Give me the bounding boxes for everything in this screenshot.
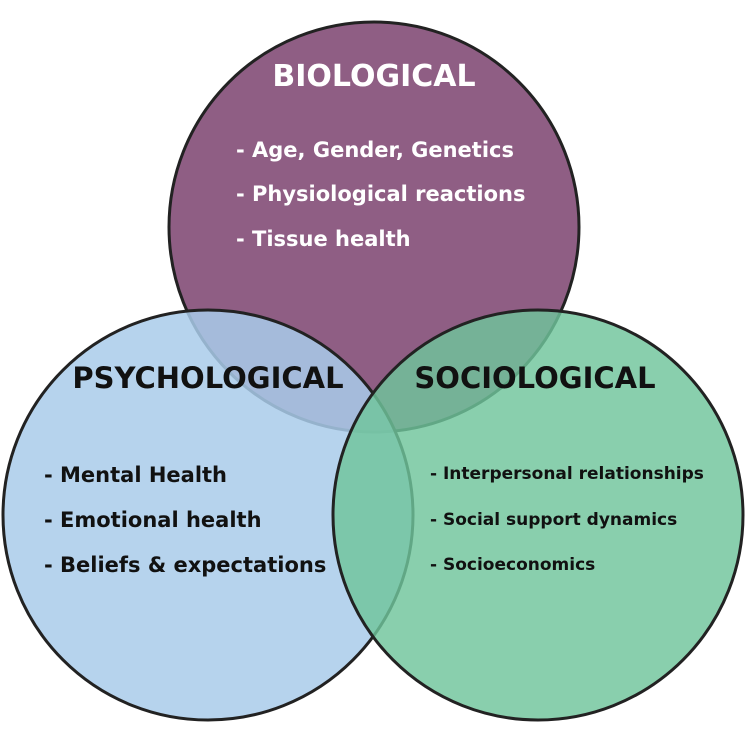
biological-item-1: - Age, Gender, Genetics [236,138,514,162]
psychological-item-2: - Emotional health [44,508,262,532]
psychological-item-3: - Beliefs & expectations [44,553,326,577]
biological-title: BIOLOGICAL [272,59,475,94]
psychological-item-1: - Mental Health [44,463,227,487]
sociological-item-2: - Social support dynamics [430,510,677,530]
sociological-title: SOCIOLOGICAL [414,361,655,395]
psychological-title: PSYCHOLOGICAL [72,361,343,395]
biological-item-3: - Tissue health [236,227,411,251]
sociological-item-1: - Interpersonal relationships [430,464,704,484]
biological-item-2: - Physiological reactions [236,182,526,206]
sociological-circle [331,308,745,722]
sociological-item-3: - Socioeconomics [430,555,595,575]
